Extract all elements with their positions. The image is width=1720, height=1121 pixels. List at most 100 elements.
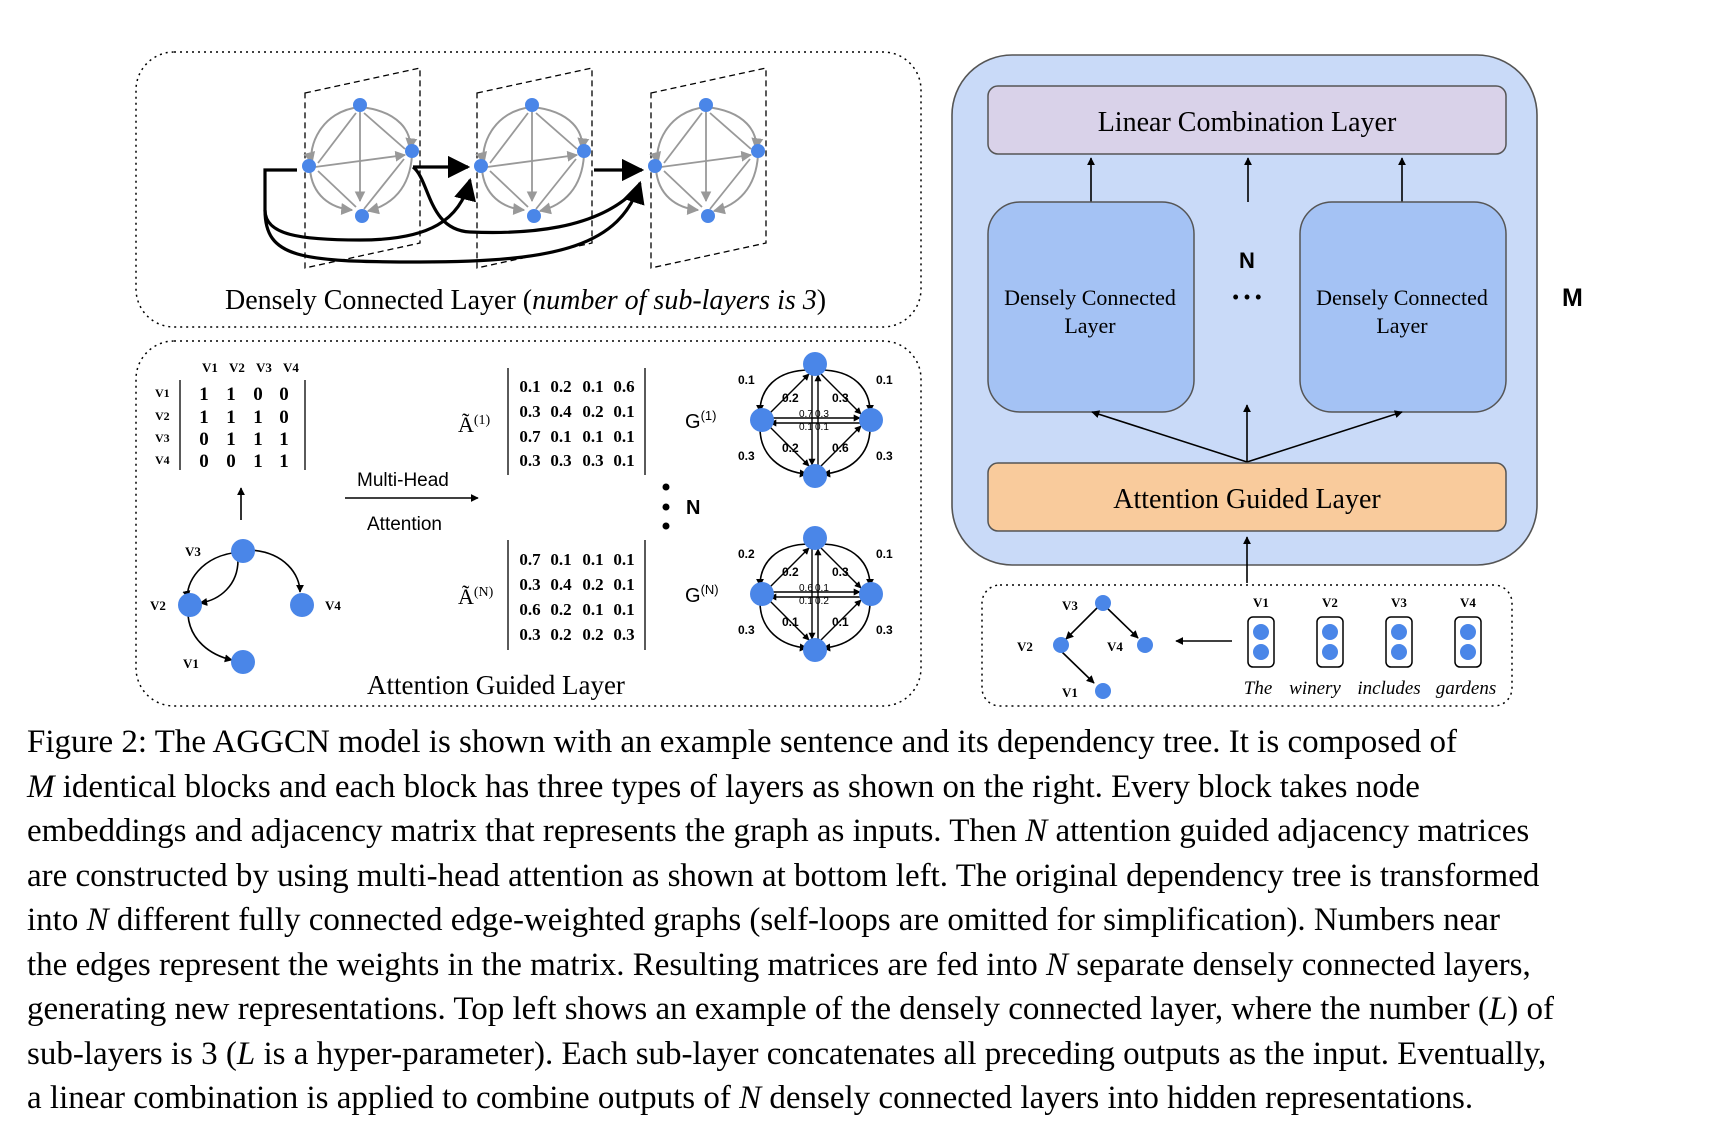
matrix-cell: 0.1 xyxy=(582,600,603,619)
dense-layer-n xyxy=(1299,201,1507,413)
block-n-label: N xyxy=(1239,248,1255,273)
matrix-cell: 1 xyxy=(199,384,209,405)
linear-combination-layer xyxy=(987,85,1507,155)
matrix-1-label: Ã(1) xyxy=(458,412,491,437)
aggcn-block: Linear Combination Layer Densely Connect… xyxy=(951,54,1583,583)
matrix-n-label: Ã(N) xyxy=(458,584,494,609)
caption-line: a linear combination is applied to combi… xyxy=(27,1080,1474,1116)
caption-line: embeddings and adjacency matrix that rep… xyxy=(27,813,1530,849)
edge-weight: 0.2 xyxy=(782,441,799,455)
matrix-cell: 0.2 xyxy=(582,402,603,421)
embedding-vector xyxy=(1247,616,1275,668)
matrix-cell: 0.3 xyxy=(519,625,540,644)
sublayer-2 xyxy=(474,68,592,268)
sublayer-3 xyxy=(648,68,766,268)
matrix-cell: 1 xyxy=(253,429,263,450)
dense-layer-n-label-2: Layer xyxy=(1376,313,1428,338)
edge-weight: 0.3 xyxy=(738,449,755,463)
edge-weight: 0.1 xyxy=(832,615,849,629)
edge-weight: 0.2 xyxy=(782,391,799,405)
matrix-cell: 0.2 xyxy=(582,625,603,644)
edge-weight: 0.7 xyxy=(799,409,813,420)
caption-line: into N different fully connected edge-we… xyxy=(27,902,1500,938)
word: gardens xyxy=(1436,678,1497,699)
graph-1-label: G(1) xyxy=(685,408,716,433)
matrix-cell: 0.2 xyxy=(550,600,571,619)
matrix-cell: 0.1 xyxy=(613,550,634,569)
matrix-cell: 0.3 xyxy=(550,451,571,470)
attention-matrix-1: Ã(1) 0.1 0.2 0.1 0.6 0.3 0.4 0.2 0.1 0.7… xyxy=(458,368,646,475)
edge-weight: 0.1 xyxy=(876,373,893,387)
tree-label: V3 xyxy=(185,544,201,559)
matrix-cell: 0.2 xyxy=(550,377,571,396)
row-header: V3 xyxy=(155,431,170,445)
input-tree-label: V4 xyxy=(1107,639,1123,654)
matrix-cell: 1 xyxy=(199,407,209,428)
matrix-cell: 0.1 xyxy=(582,550,603,569)
matrix-cell: 0.4 xyxy=(550,402,572,421)
col-header: V3 xyxy=(256,360,272,375)
matrix-cell: 0.1 xyxy=(582,377,603,396)
matrix-cell: 1 xyxy=(226,384,236,405)
tree-label: V4 xyxy=(325,598,341,613)
dense-layer-1 xyxy=(987,201,1195,413)
graph-n-label: G(N) xyxy=(685,582,719,607)
matrix-cell: 0.3 xyxy=(519,575,540,594)
matrix-cell: 0 xyxy=(199,429,209,450)
word-id: V4 xyxy=(1460,595,1476,610)
dependency-tree: V3 V2 V4 V1 xyxy=(150,539,341,674)
word-embeddings: V1 V2 V3 V4 The wi xyxy=(1244,595,1497,699)
matrix-cell: 0 xyxy=(199,451,209,472)
densely-connected-example: Densely Connected Layer (number of sub-l… xyxy=(135,51,922,328)
matrix-cell: 1 xyxy=(279,429,289,450)
m-label: M xyxy=(1562,284,1583,312)
edge-weight: 0.6 xyxy=(832,441,849,455)
matrix-cell: 0.1 xyxy=(613,575,634,594)
matrix-cell: 0.3 xyxy=(582,451,603,470)
word: includes xyxy=(1357,678,1420,699)
matrix-cell: 1 xyxy=(226,429,236,450)
matrix-cell: 0.1 xyxy=(582,427,603,446)
matrix-cell: 0.6 xyxy=(519,600,540,619)
edge-weight: 0.1 xyxy=(782,615,799,629)
attention-guided-layer-label: Attention Guided Layer xyxy=(1113,484,1381,515)
matrix-cell: 0 xyxy=(279,384,289,405)
word-id: V1 xyxy=(1253,595,1269,610)
matrix-cell: 1 xyxy=(253,407,263,428)
col-header: V1 xyxy=(202,360,218,375)
caption-line: are constructed by using multi-head atte… xyxy=(27,857,1540,894)
edge-weight: 0.3 xyxy=(738,623,755,637)
edge-weight: 0.1 xyxy=(815,422,829,433)
edge-weight: 0.2 xyxy=(738,547,755,561)
attention-guided-example: V1 V2 V3 V4 V1 V2 V3 V4 1 1 0 0 1 1 1 0 … xyxy=(135,340,922,707)
row-header: V4 xyxy=(155,453,170,467)
matrix-cell: 0.3 xyxy=(613,625,634,644)
edge-weight: 0.3 xyxy=(832,565,849,579)
n-label: N xyxy=(686,497,700,519)
input-tree-label: V3 xyxy=(1062,598,1078,613)
arrow-label-1: Multi-Head xyxy=(357,470,449,491)
matrix-cell: 0.3 xyxy=(519,402,540,421)
matrix-cell: 1 xyxy=(279,451,289,472)
input-sentence: V3 V2 V4 V1 V1 V2 V3 V4 xyxy=(981,584,1513,707)
tree-label: V2 xyxy=(150,598,166,613)
caption-line: M identical blocks and each block has th… xyxy=(27,768,1420,805)
linear-combination-label: Linear Combination Layer xyxy=(1098,107,1397,138)
input-tree-label: V1 xyxy=(1062,685,1078,700)
word-id: V3 xyxy=(1391,595,1407,610)
attention-guided-title: Attention Guided Layer xyxy=(367,670,625,700)
aggcn-figure: Densely Connected Layer (number of sub-l… xyxy=(135,51,1583,707)
multi-head-attention-arrow: Multi-Head Attention xyxy=(345,470,479,535)
row-header: V2 xyxy=(155,409,170,423)
edge-weight: 0.2 xyxy=(782,565,799,579)
matrix-cell: 0 xyxy=(226,451,236,472)
caption-line: the edges represent the weights in the m… xyxy=(27,946,1531,983)
matrix-cell: 1 xyxy=(226,407,236,428)
dense-layer-1-label: Densely Connected xyxy=(1004,285,1176,310)
edge-weight: 0.3 xyxy=(876,449,893,463)
matrix-cell: 0.1 xyxy=(613,427,634,446)
row-header: V1 xyxy=(155,386,170,400)
figure-caption: Figure 2: The AGGCN model is shown with … xyxy=(27,720,1695,1121)
matrix-cell: 0.1 xyxy=(519,377,540,396)
matrix-cell: 0.1 xyxy=(550,550,571,569)
